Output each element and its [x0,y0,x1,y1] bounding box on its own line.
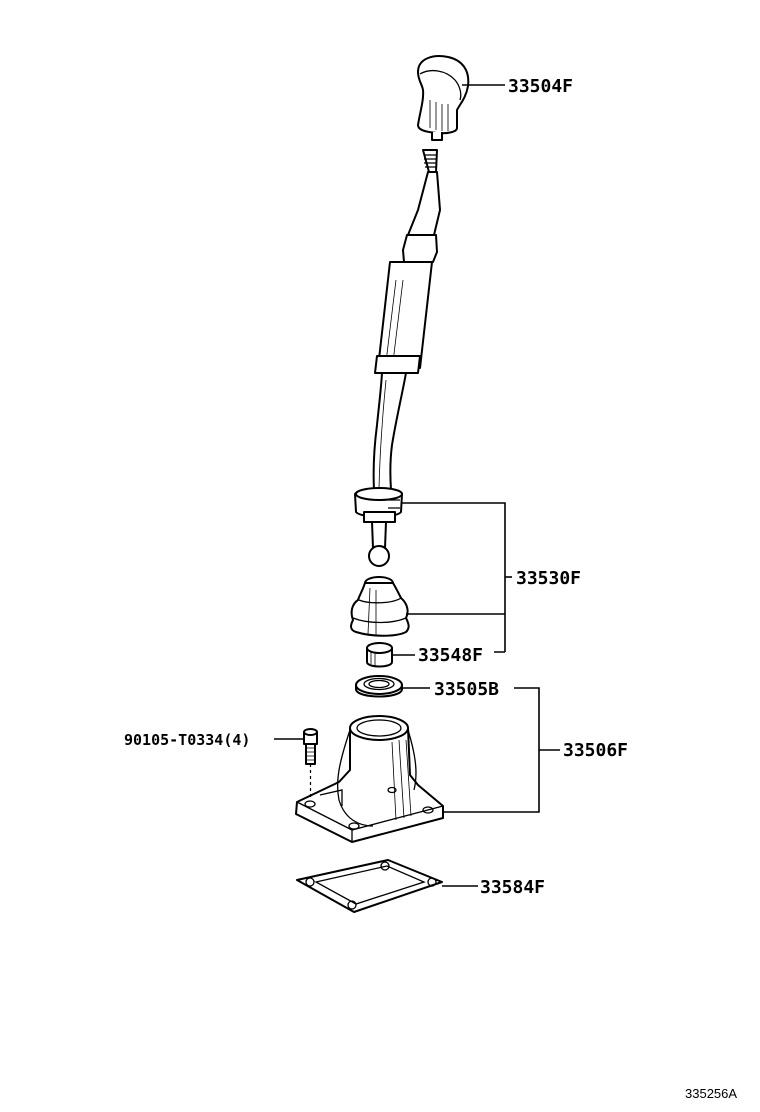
bushing [366,642,393,668]
seal [355,675,403,698]
lever-retainer [295,715,444,843]
illustration-reference-number: 335256A [685,1086,737,1101]
label-90105-T0334: 90105-T0334(4) [124,731,250,749]
shift-knob [417,55,470,141]
label-33504F: 33504F [508,76,573,97]
bolt [303,728,318,800]
gasket [296,859,443,913]
shift-boot [350,576,410,637]
leader-lines [274,84,560,887]
label-33505B: 33505B [434,679,499,700]
label-33548F: 33548F [418,645,483,666]
label-33530F: 33530F [516,568,581,589]
shift-lever [354,149,441,567]
label-33584F: 33584F [480,877,545,898]
label-33506F: 33506F [563,740,628,761]
